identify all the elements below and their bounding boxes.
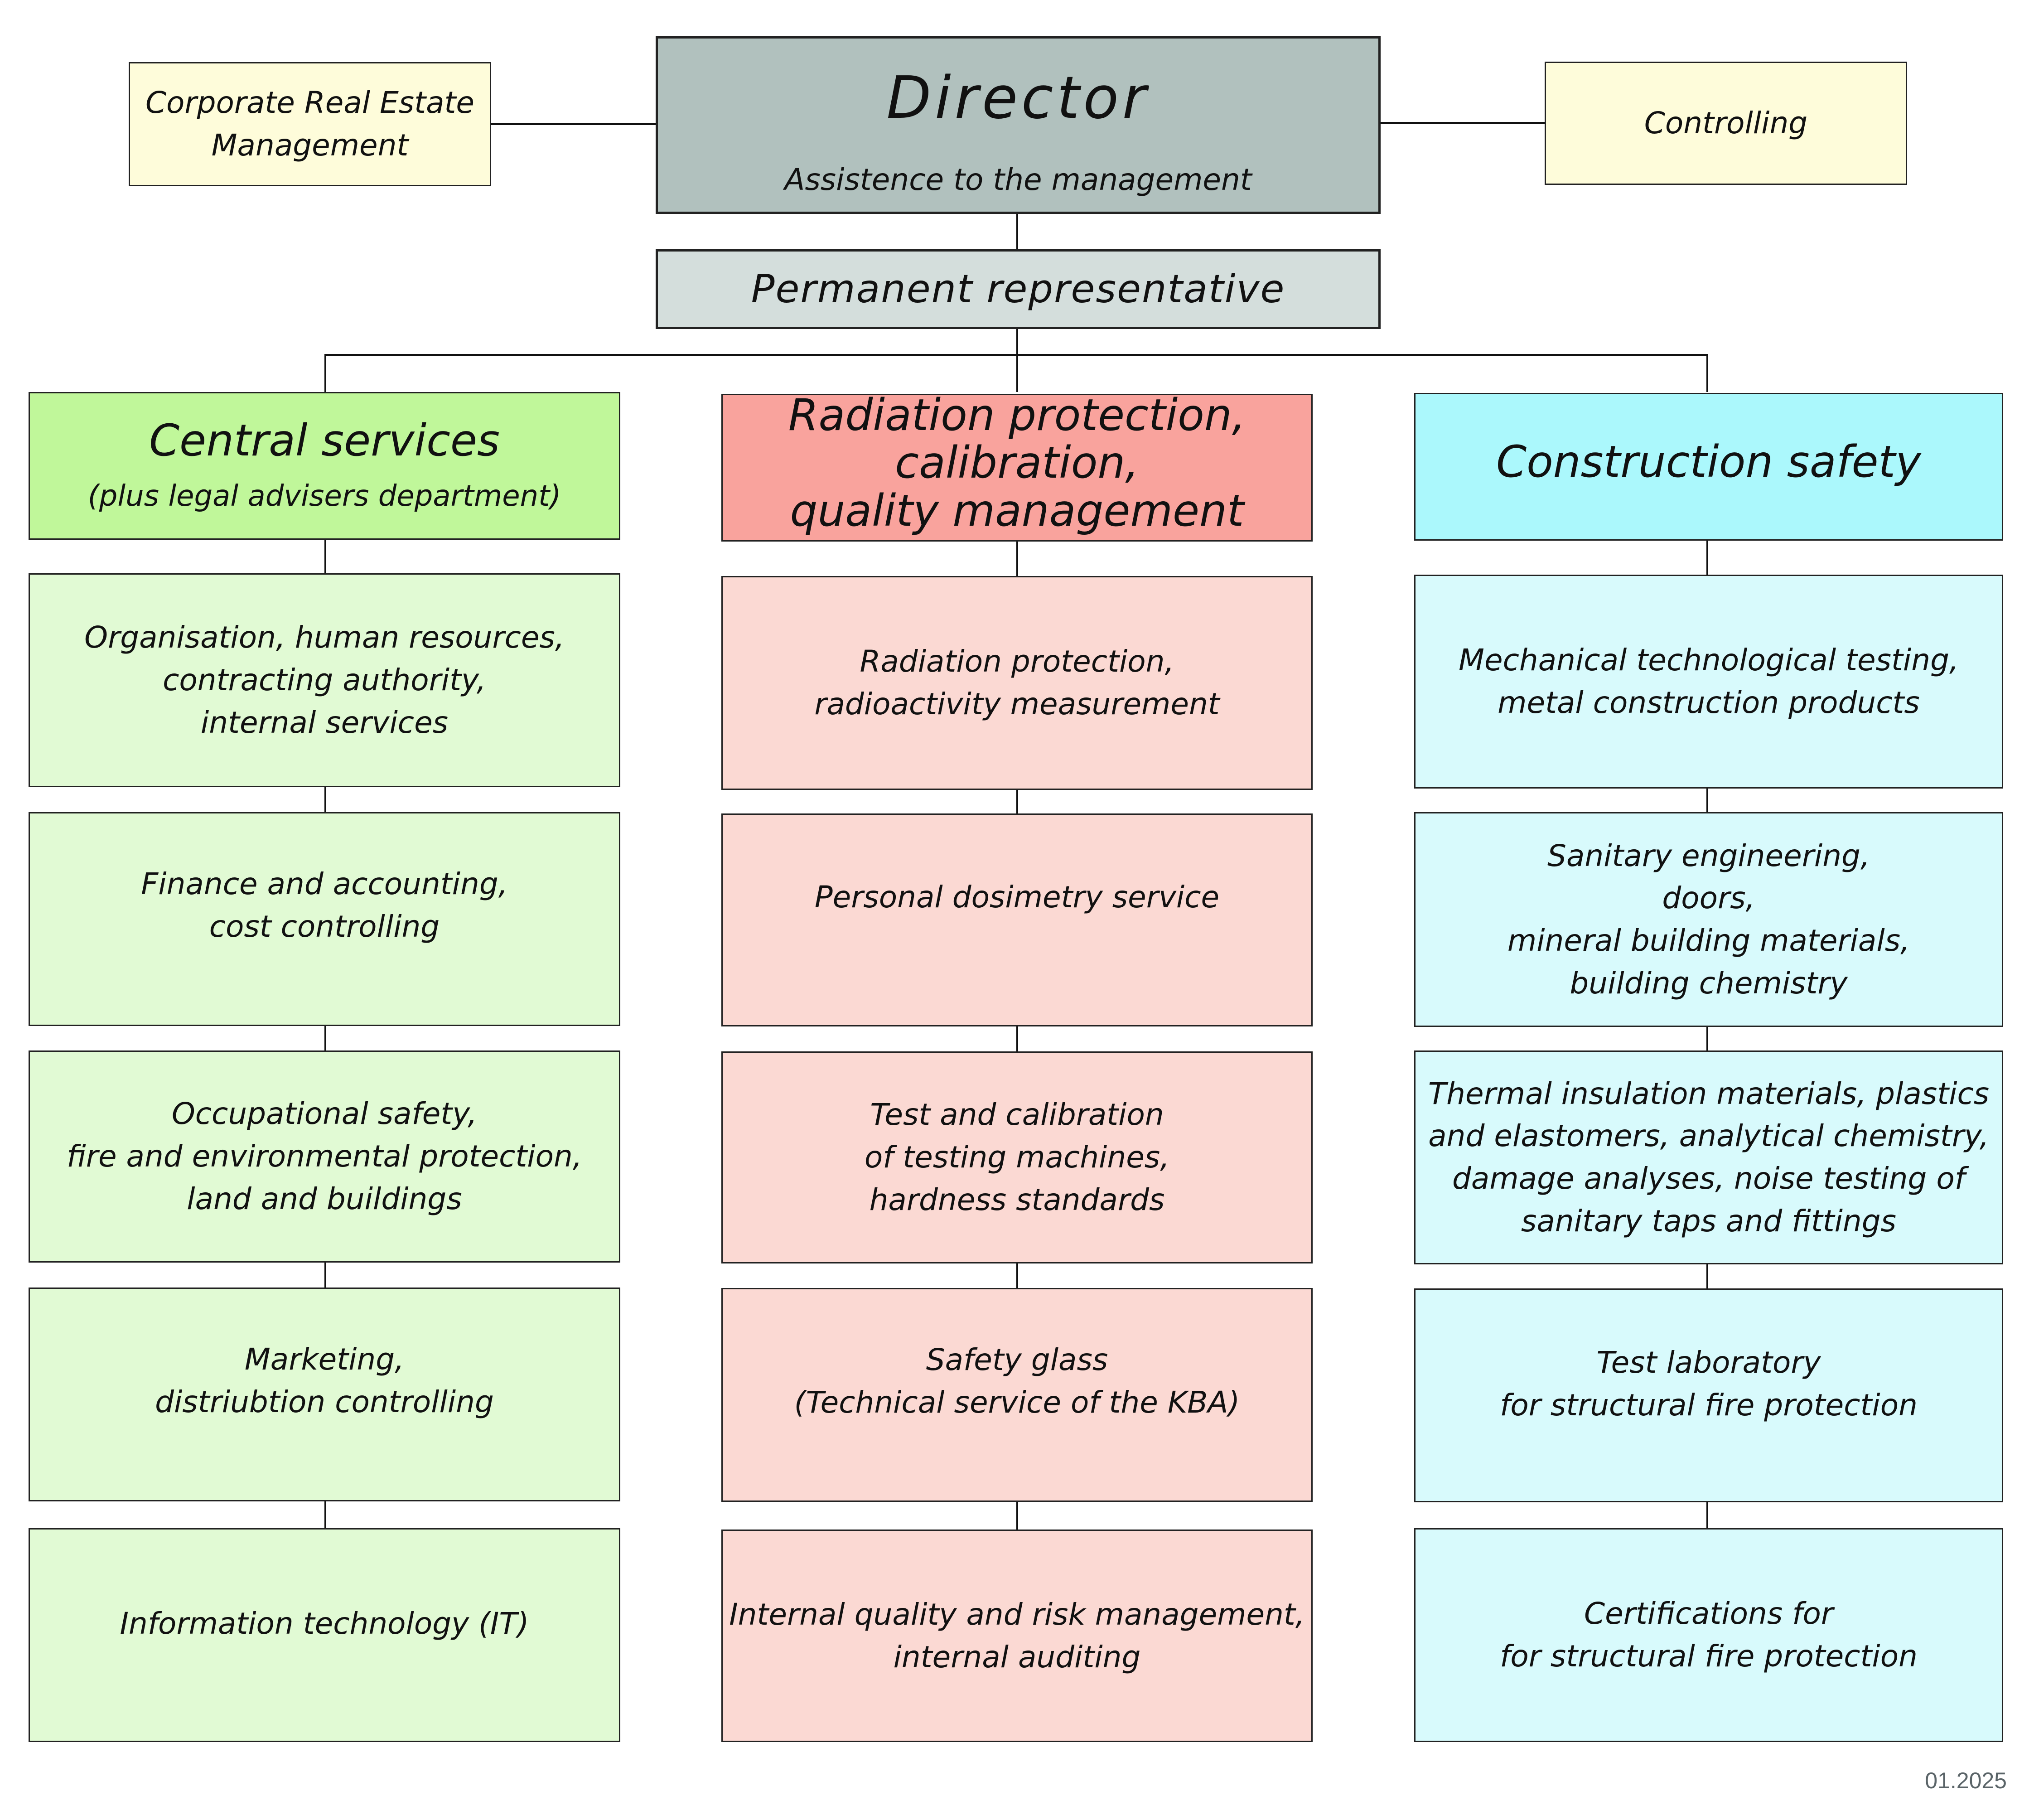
unit-label: Mechanical technological testing, metal …	[1459, 643, 1959, 720]
connector-deputy-bus	[1016, 329, 1018, 355]
unit-label: Information technology (IT)	[120, 1606, 529, 1641]
director-subtitle: Assistence to the management	[784, 162, 1252, 197]
unit-box[interactable]: Information technology (IT)	[29, 1528, 620, 1742]
corporate-real-estate-label: Corporate Real Estate Management	[145, 85, 475, 163]
connector-col2	[1016, 539, 1018, 1532]
unit-box[interactable]: Safety glass (Technical service of the K…	[721, 1288, 1313, 1502]
connector-bus-col3	[1706, 354, 1708, 392]
connector-col1	[324, 539, 326, 1532]
controlling-box[interactable]: Controlling	[1545, 62, 1907, 185]
connector-crem-director	[491, 123, 656, 125]
connector-bus-col2	[1016, 354, 1018, 392]
unit-label: Thermal insulation materials, plastics a…	[1428, 1076, 1990, 1239]
permanent-representative-box[interactable]: Permanent representative	[656, 249, 1381, 329]
department-title: Radiation protection, calibration, quali…	[788, 389, 1246, 536]
unit-box[interactable]: Radiation protection, radioactivity meas…	[721, 576, 1313, 790]
permanent-representative-label: Permanent representative	[751, 266, 1285, 312]
department-title: Central services	[149, 415, 500, 466]
department-head-construction-safety[interactable]: Construction safety	[1414, 393, 2003, 541]
footer-date: 01.2025	[1925, 1768, 2007, 1793]
director-title: Director	[886, 64, 1150, 132]
unit-box[interactable]: Certifications for for structural fire p…	[1414, 1528, 2003, 1742]
unit-box[interactable]: Test and calibration of testing machines…	[721, 1051, 1313, 1263]
unit-box[interactable]: Thermal insulation materials, plastics a…	[1414, 1050, 2003, 1264]
unit-box[interactable]: Test laboratory for structural fire prot…	[1414, 1288, 2003, 1502]
unit-box[interactable]: Occupational safety, fire and environmen…	[29, 1050, 620, 1263]
unit-box[interactable]: Organisation, human resources, contracti…	[29, 573, 620, 787]
unit-box[interactable]: Finance and accounting, cost controlling	[29, 812, 620, 1026]
unit-label: Certifications for for structural fire p…	[1500, 1596, 1918, 1674]
unit-box[interactable]: Personal dosimetry service	[721, 813, 1313, 1026]
unit-box[interactable]: Internal quality and risk management, in…	[721, 1530, 1313, 1742]
department-head-radiation-protection[interactable]: Radiation protection, calibration, quali…	[721, 389, 1313, 542]
connector-bus-col1	[324, 354, 326, 392]
director-box[interactable]: Director Assistence to the management	[656, 36, 1381, 214]
unit-label: Radiation protection, radioactivity meas…	[814, 644, 1220, 721]
connector-col3	[1706, 539, 1708, 1532]
department-head-central-services[interactable]: Central services (plus legal advisers de…	[29, 392, 620, 540]
unit-box[interactable]: Sanitary engineering, doors, mineral bui…	[1414, 812, 2003, 1027]
connector-director-controlling	[1381, 122, 1545, 124]
unit-label: Test and calibration of testing machines…	[864, 1097, 1170, 1217]
unit-label: Personal dosimetry service	[814, 880, 1220, 915]
unit-label: Sanitary engineering, doors, mineral bui…	[1507, 838, 1910, 1001]
connector-director-deputy	[1016, 214, 1018, 249]
unit-box[interactable]: Mechanical technological testing, metal …	[1414, 575, 2003, 789]
unit-label: Test laboratory for structural fire prot…	[1500, 1345, 1918, 1423]
unit-label: Finance and accounting, cost controlling	[141, 866, 508, 944]
unit-label: Safety glass (Technical service of the K…	[794, 1342, 1240, 1420]
corporate-real-estate-box[interactable]: Corporate Real Estate Management	[129, 62, 491, 186]
department-title: Construction safety	[1496, 436, 1921, 488]
unit-label: Occupational safety, fire and environmen…	[67, 1096, 582, 1216]
controlling-label: Controlling	[1644, 106, 1808, 141]
unit-box[interactable]: Marketing, distriubtion controlling	[29, 1288, 620, 1501]
unit-label: Marketing, distriubtion controlling	[155, 1342, 494, 1419]
unit-label: Organisation, human resources, contracti…	[84, 620, 565, 740]
department-subtitle: (plus legal advisers department)	[87, 479, 561, 513]
unit-label: Internal quality and risk management, in…	[729, 1597, 1305, 1675]
